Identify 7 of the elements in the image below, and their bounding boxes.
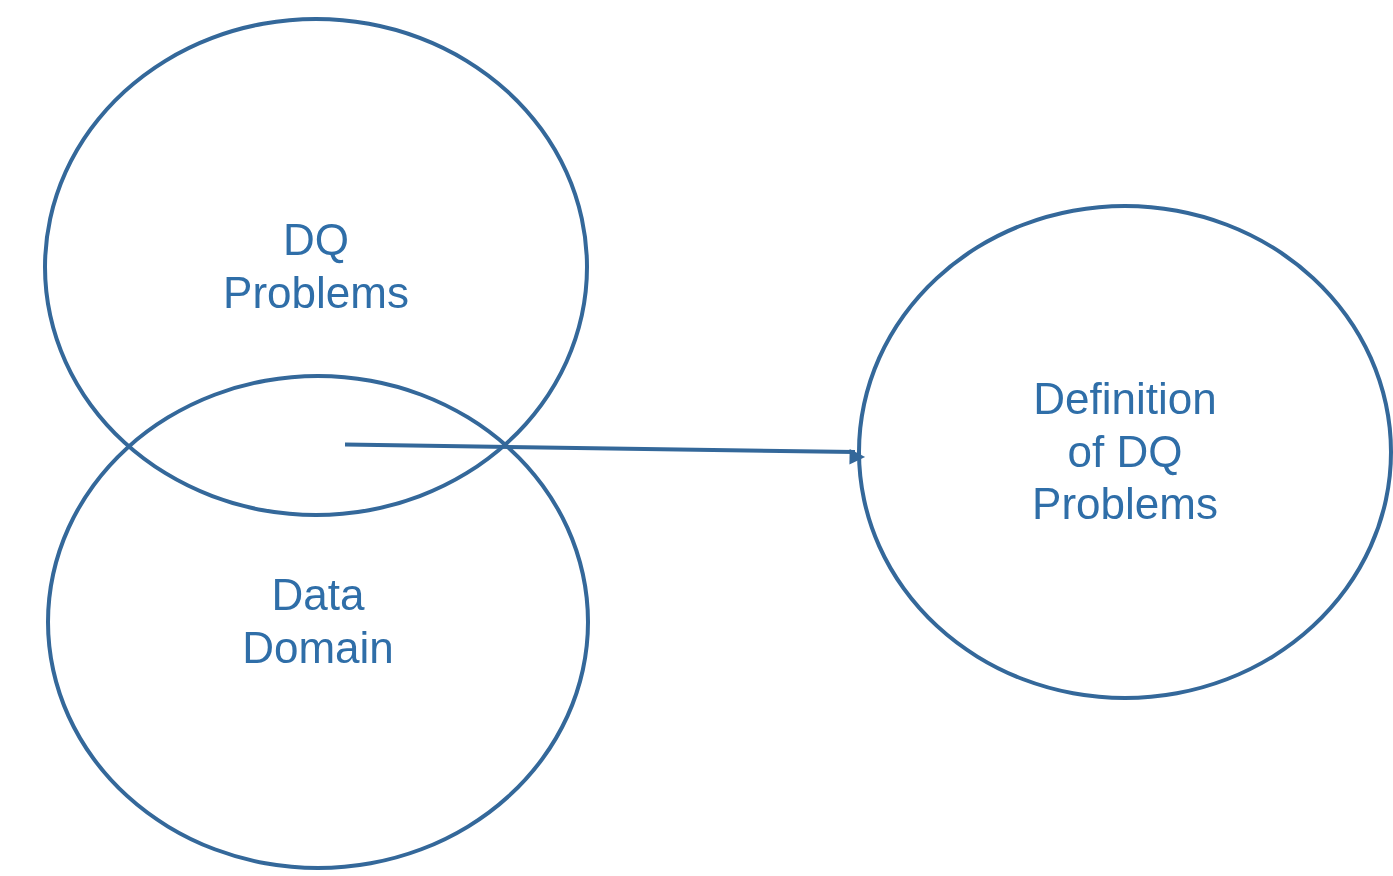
node-label: Definition of DQ Problems xyxy=(1031,372,1219,531)
ellipse-node xyxy=(46,374,590,870)
node-label: DQ Problems xyxy=(222,214,410,319)
ellipse-node xyxy=(857,204,1393,700)
node-label: Data Domain xyxy=(241,569,395,674)
ellipse-node xyxy=(43,17,589,517)
arrow xyxy=(344,442,866,465)
